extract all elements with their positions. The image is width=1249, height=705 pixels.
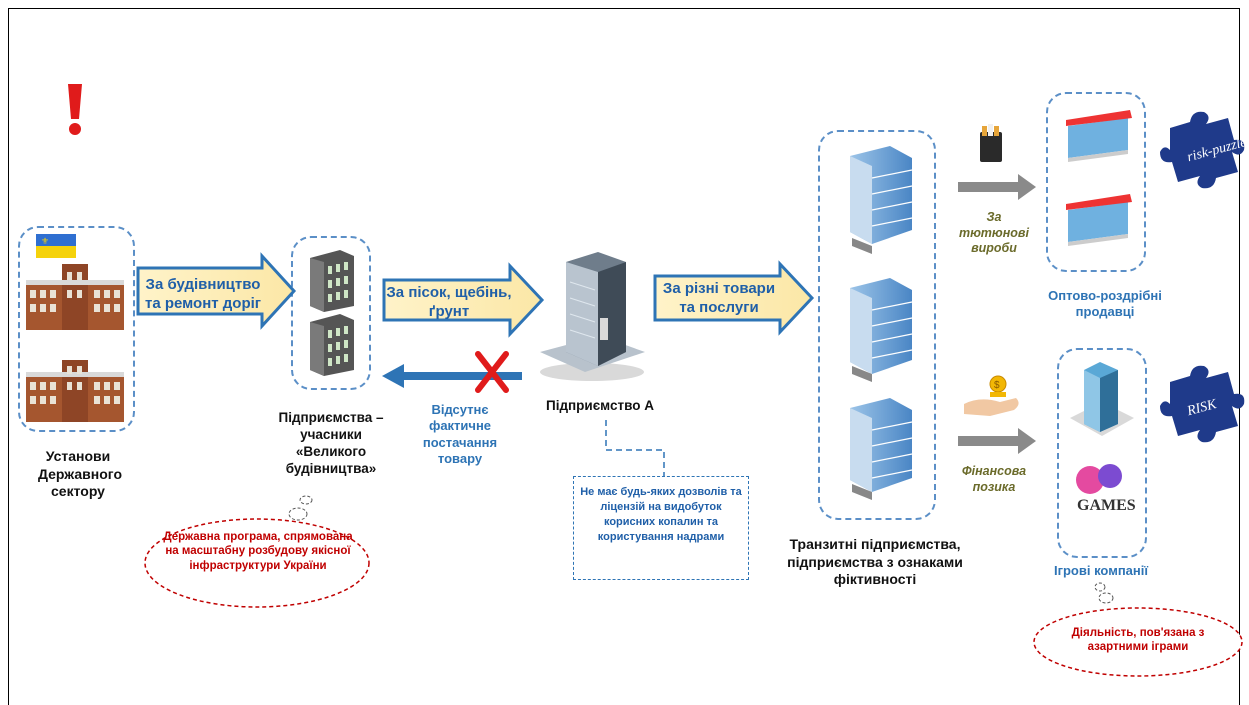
office-building-icon	[310, 314, 354, 376]
arrow-goods	[653, 260, 815, 336]
exclamation-icon	[68, 84, 82, 135]
svg-text:$: $	[994, 380, 1000, 391]
loan-label: Фінансова позика	[961, 464, 1027, 494]
no-supply-label: Відсутнє фактичне постачання товару	[422, 402, 498, 466]
risk-puzzle-icon: risk-puzzle-icon	[1160, 111, 1249, 189]
tobacco-label: За тютюнові вироби	[959, 210, 1029, 256]
note-connector	[605, 420, 665, 476]
no-permits-note: Не має будь-яких дозволів та ліцензій на…	[573, 476, 749, 580]
transit-group-box	[818, 130, 936, 520]
gov-label: Установи Державного сектору	[38, 448, 122, 499]
coins-hand-icon: $	[964, 375, 1019, 416]
svg-text:GAMES: GAMES	[1077, 497, 1136, 514]
cigarette-pack-icon	[980, 124, 1002, 162]
gov-building-icon	[26, 360, 124, 422]
arrow-sand-label: За пісок, щебінь, ґрунт	[386, 284, 512, 320]
transit-label: Транзитні підприємства, підприємства з о…	[787, 536, 963, 587]
gambling-thought-bubble	[1033, 582, 1243, 677]
store-icon	[1066, 110, 1132, 162]
great-build-label: Підприємства – учасники «Великого будівн…	[278, 410, 384, 476]
retail-group-box	[1046, 92, 1146, 272]
arrow-roads-label: За будівництво та ремонт доріг	[144, 276, 262, 312]
office-building-icon	[310, 250, 354, 312]
games-logo-icon: GAMES	[1076, 464, 1136, 514]
casino-building-icon	[1070, 362, 1134, 436]
gaming-group-box	[1057, 348, 1147, 558]
gov-building-icon	[26, 264, 124, 330]
glass-building-icon	[850, 278, 913, 382]
svg-text:⚜: ⚜	[41, 236, 49, 246]
program-thought-bubble	[144, 495, 370, 608]
great-build-group-box	[291, 236, 371, 390]
retail-label: Оптово-роздрібні продавці	[1048, 288, 1162, 320]
risk-puzzle-icon: RISK	[1160, 365, 1245, 443]
glass-building-icon	[850, 146, 913, 254]
enterprise-a-label: Підприємство А	[546, 398, 654, 413]
program-note-text: Державна програма, спрямована на масштаб…	[163, 531, 353, 572]
gambling-note-text: Діяльність, пов'язана з азартними іграми	[1071, 627, 1205, 654]
arrow-sand	[382, 262, 545, 338]
headquarters-building-icon	[540, 252, 645, 381]
arrow-no-supply	[382, 364, 522, 388]
diagram-frame	[8, 8, 1240, 705]
arrow-goods-label: За різні товари та послуги	[662, 280, 776, 316]
arrow-tobacco	[958, 174, 1036, 200]
gaming-label: Ігрові компанії	[1053, 563, 1149, 578]
store-icon	[1066, 194, 1132, 246]
gov-group-box	[18, 226, 135, 432]
glass-building-icon	[850, 398, 913, 500]
arrow-roads	[136, 252, 297, 330]
ukraine-flag-icon: ⚜	[36, 234, 76, 258]
cross-icon	[475, 351, 509, 393]
arrow-loan	[958, 428, 1036, 454]
